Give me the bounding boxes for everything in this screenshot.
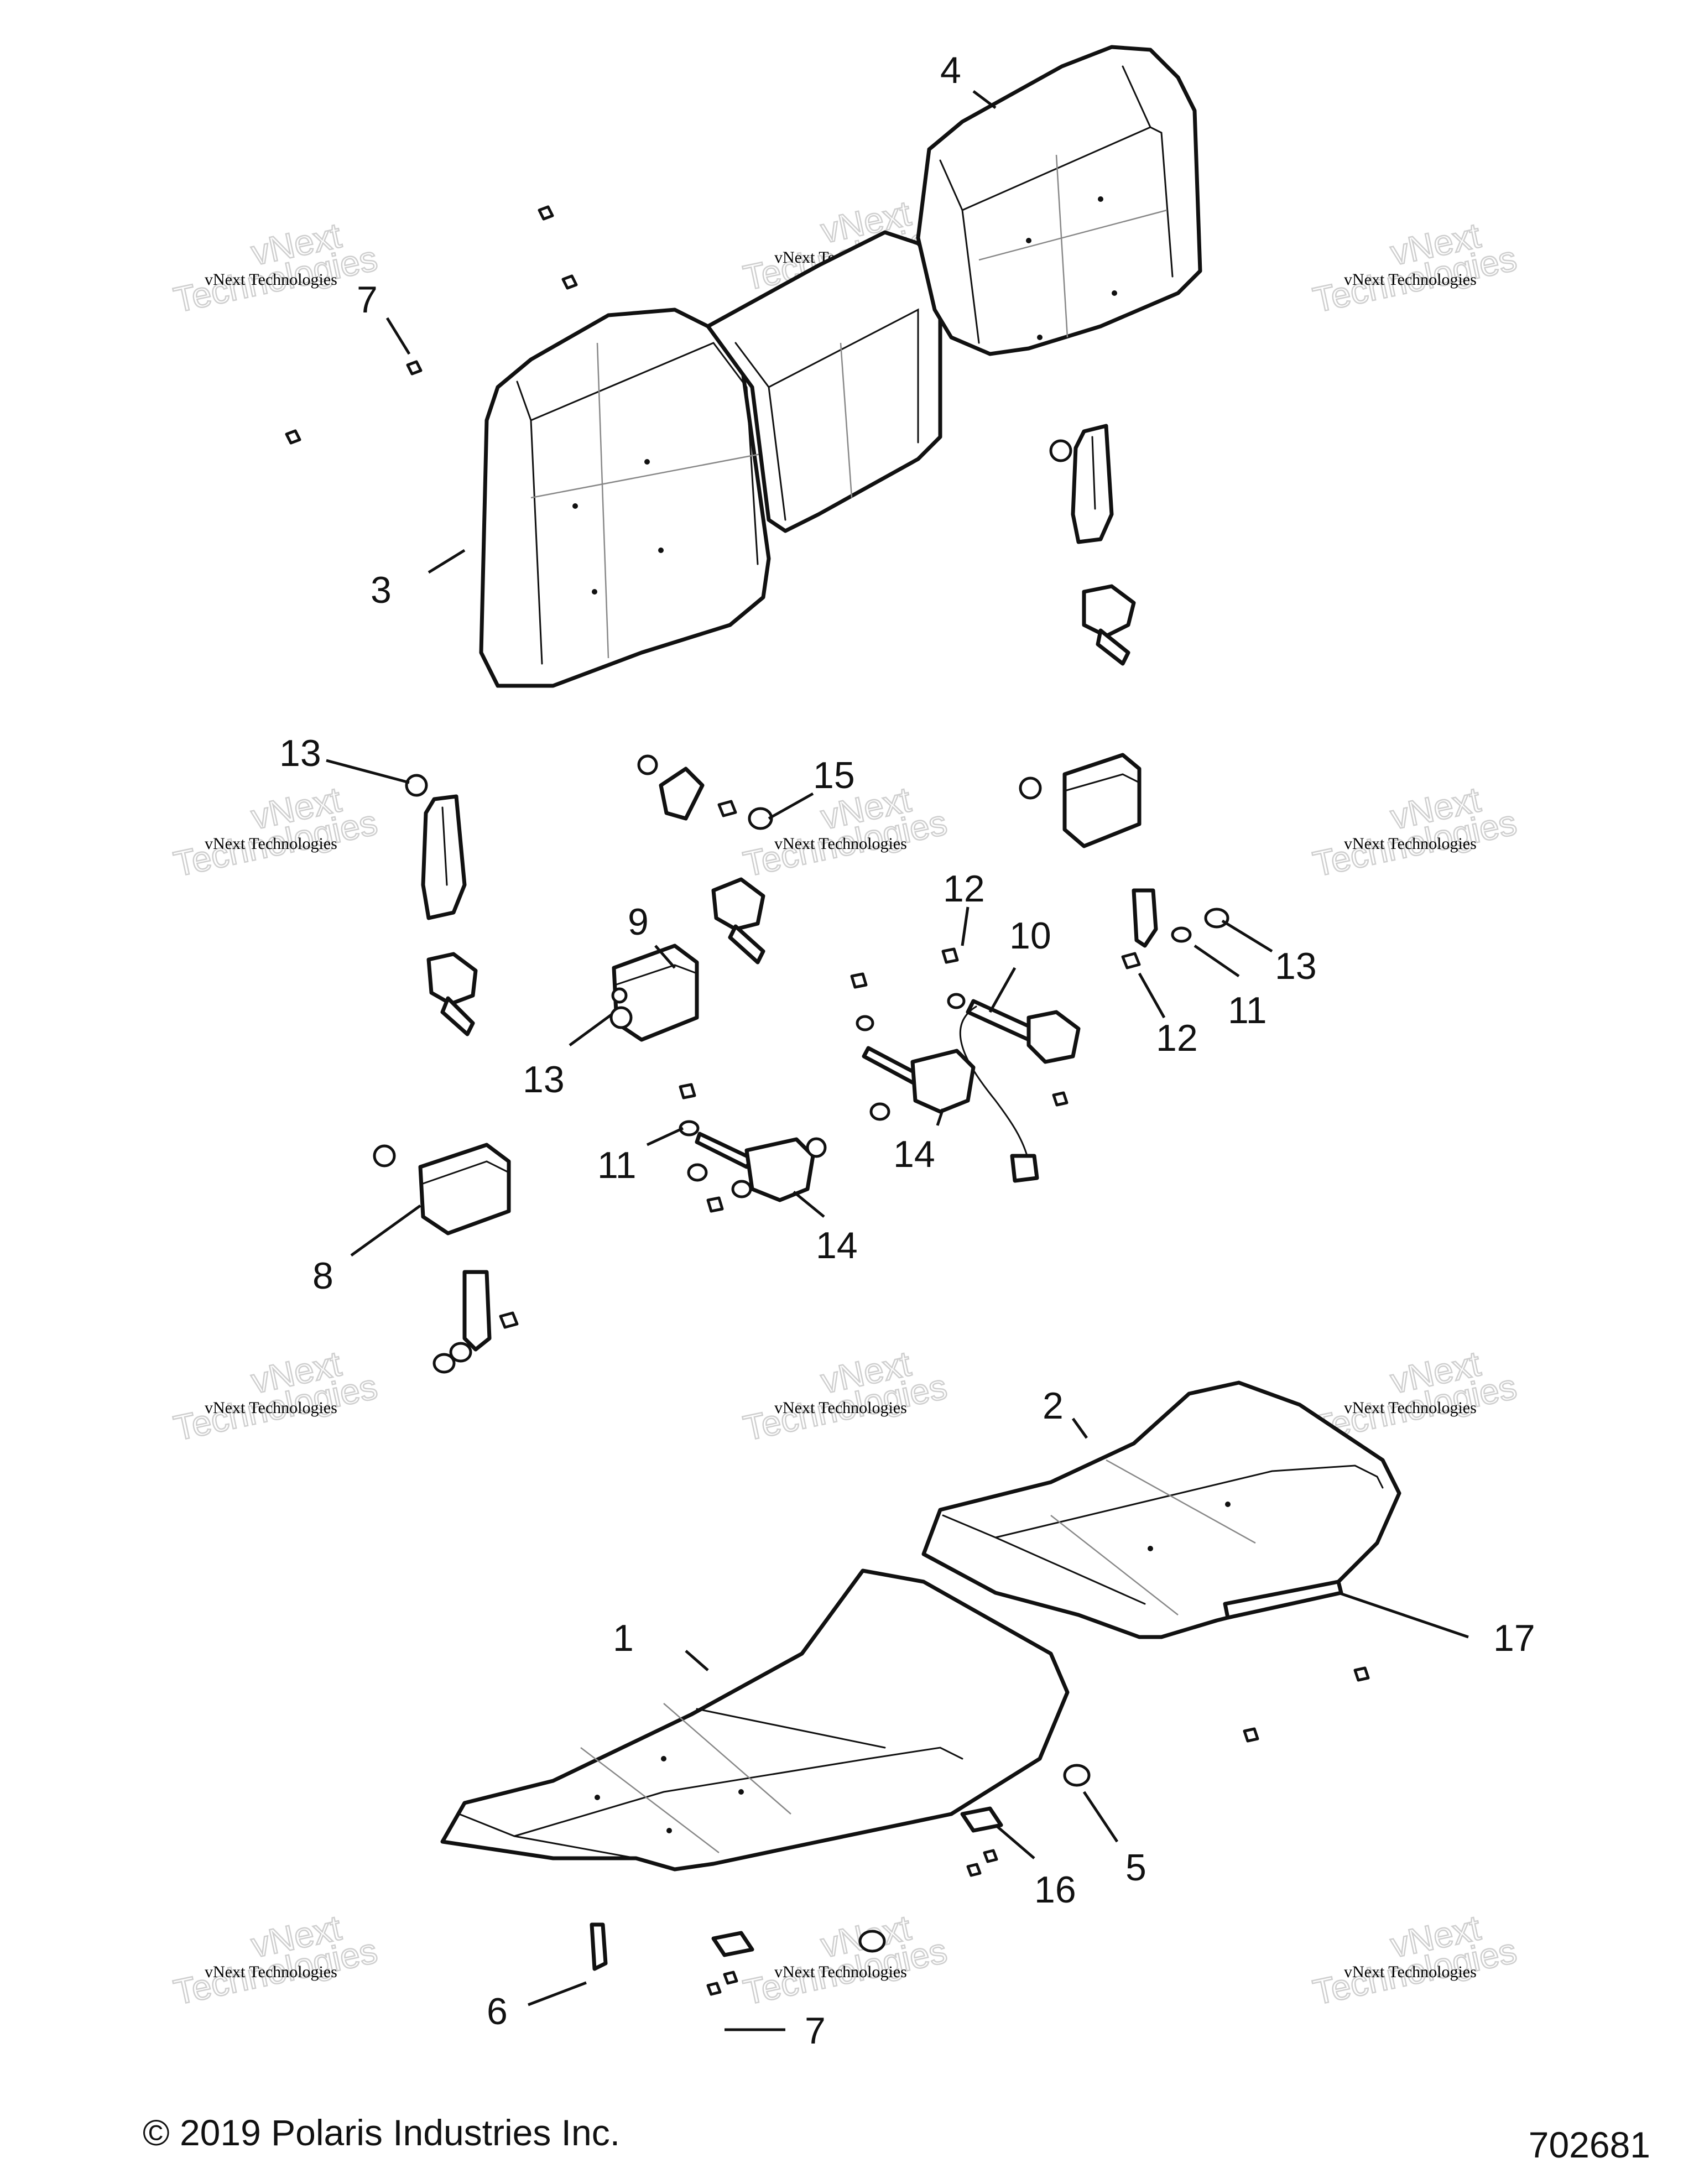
seat-back-right	[916, 45, 1202, 356]
callout-leaders	[326, 90, 1469, 2031]
wire-harness-10	[941, 947, 1081, 1183]
callout-15: 15	[813, 754, 855, 796]
callout-8: 8	[312, 1255, 333, 1297]
buckle-anchor-center	[637, 754, 773, 965]
callout-5: 5	[1125, 1847, 1146, 1889]
svg-text:vNext Technologies: vNext Technologies	[774, 1963, 907, 1981]
screw-group-top	[285, 205, 578, 445]
lower-hardware	[590, 1580, 1370, 1996]
callout-12a: 12	[943, 868, 985, 910]
buckle-assembly-14-upper	[850, 972, 976, 1121]
seat-back-middle	[706, 230, 942, 533]
svg-text:vNext Technologies: vNext Technologies	[774, 835, 907, 853]
callout-7b: 7	[805, 2010, 826, 2052]
svg-text:vNext Technologies: vNext Technologies	[205, 1399, 337, 1417]
svg-text:vNext Technologies: vNext Technologies	[1344, 835, 1477, 853]
seat-belt-retractor-upper-right	[1049, 424, 1136, 666]
copyright-notice: © 2019 Polaris Industries Inc.	[143, 2112, 621, 2153]
callout-11b: 11	[1228, 989, 1267, 1031]
callout-7a: 7	[357, 279, 378, 321]
callout-17: 17	[1493, 1617, 1535, 1659]
buckle-cover-8	[373, 1143, 519, 1374]
callout-14b: 14	[816, 1224, 858, 1266]
svg-text:vNext Technologies: vNext Technologies	[774, 1399, 907, 1417]
callout-labels: 1 2 3 4 5 6 7 7 8 9 10 11 11 12 12 13 13…	[279, 49, 1535, 2052]
seat-bottom-right	[921, 1380, 1401, 1639]
buckle-assembly-14-lower	[679, 1083, 827, 1213]
seat-back-left	[479, 307, 771, 688]
svg-text:vNext Technologies: vNext Technologies	[1344, 1399, 1477, 1417]
callout-10: 10	[1009, 915, 1051, 957]
callout-14a: 14	[893, 1133, 935, 1175]
callout-13a: 13	[279, 732, 321, 774]
callout-4: 4	[940, 49, 961, 91]
svg-text:vNext Technologies: vNext Technologies	[205, 835, 337, 853]
callout-9: 9	[628, 901, 649, 943]
seat-belt-retractor-left	[405, 774, 478, 1036]
callout-16: 16	[1034, 1869, 1076, 1911]
svg-text:vNext Technologies: vNext Technologies	[1344, 1963, 1477, 1981]
bracket-right	[1019, 753, 1229, 969]
callout-3: 3	[371, 569, 392, 611]
callout-1: 1	[613, 1617, 634, 1659]
callout-2: 2	[1043, 1385, 1064, 1427]
callout-13b: 13	[523, 1059, 565, 1101]
callout-13c: 13	[1275, 945, 1317, 987]
svg-text:vNext Technologies: vNext Technologies	[205, 270, 337, 289]
seat-bottom-left	[440, 1568, 1070, 1872]
svg-text:vNext Technologies: vNext Technologies	[1344, 270, 1477, 289]
nut-13-middle	[609, 1006, 633, 1029]
callout-11a: 11	[597, 1144, 637, 1186]
callout-12b: 12	[1156, 1017, 1198, 1059]
callout-6: 6	[487, 1990, 508, 2032]
drawing-number: 702681	[1528, 2124, 1650, 2165]
svg-text:vNext Technologies: vNext Technologies	[205, 1963, 337, 1981]
